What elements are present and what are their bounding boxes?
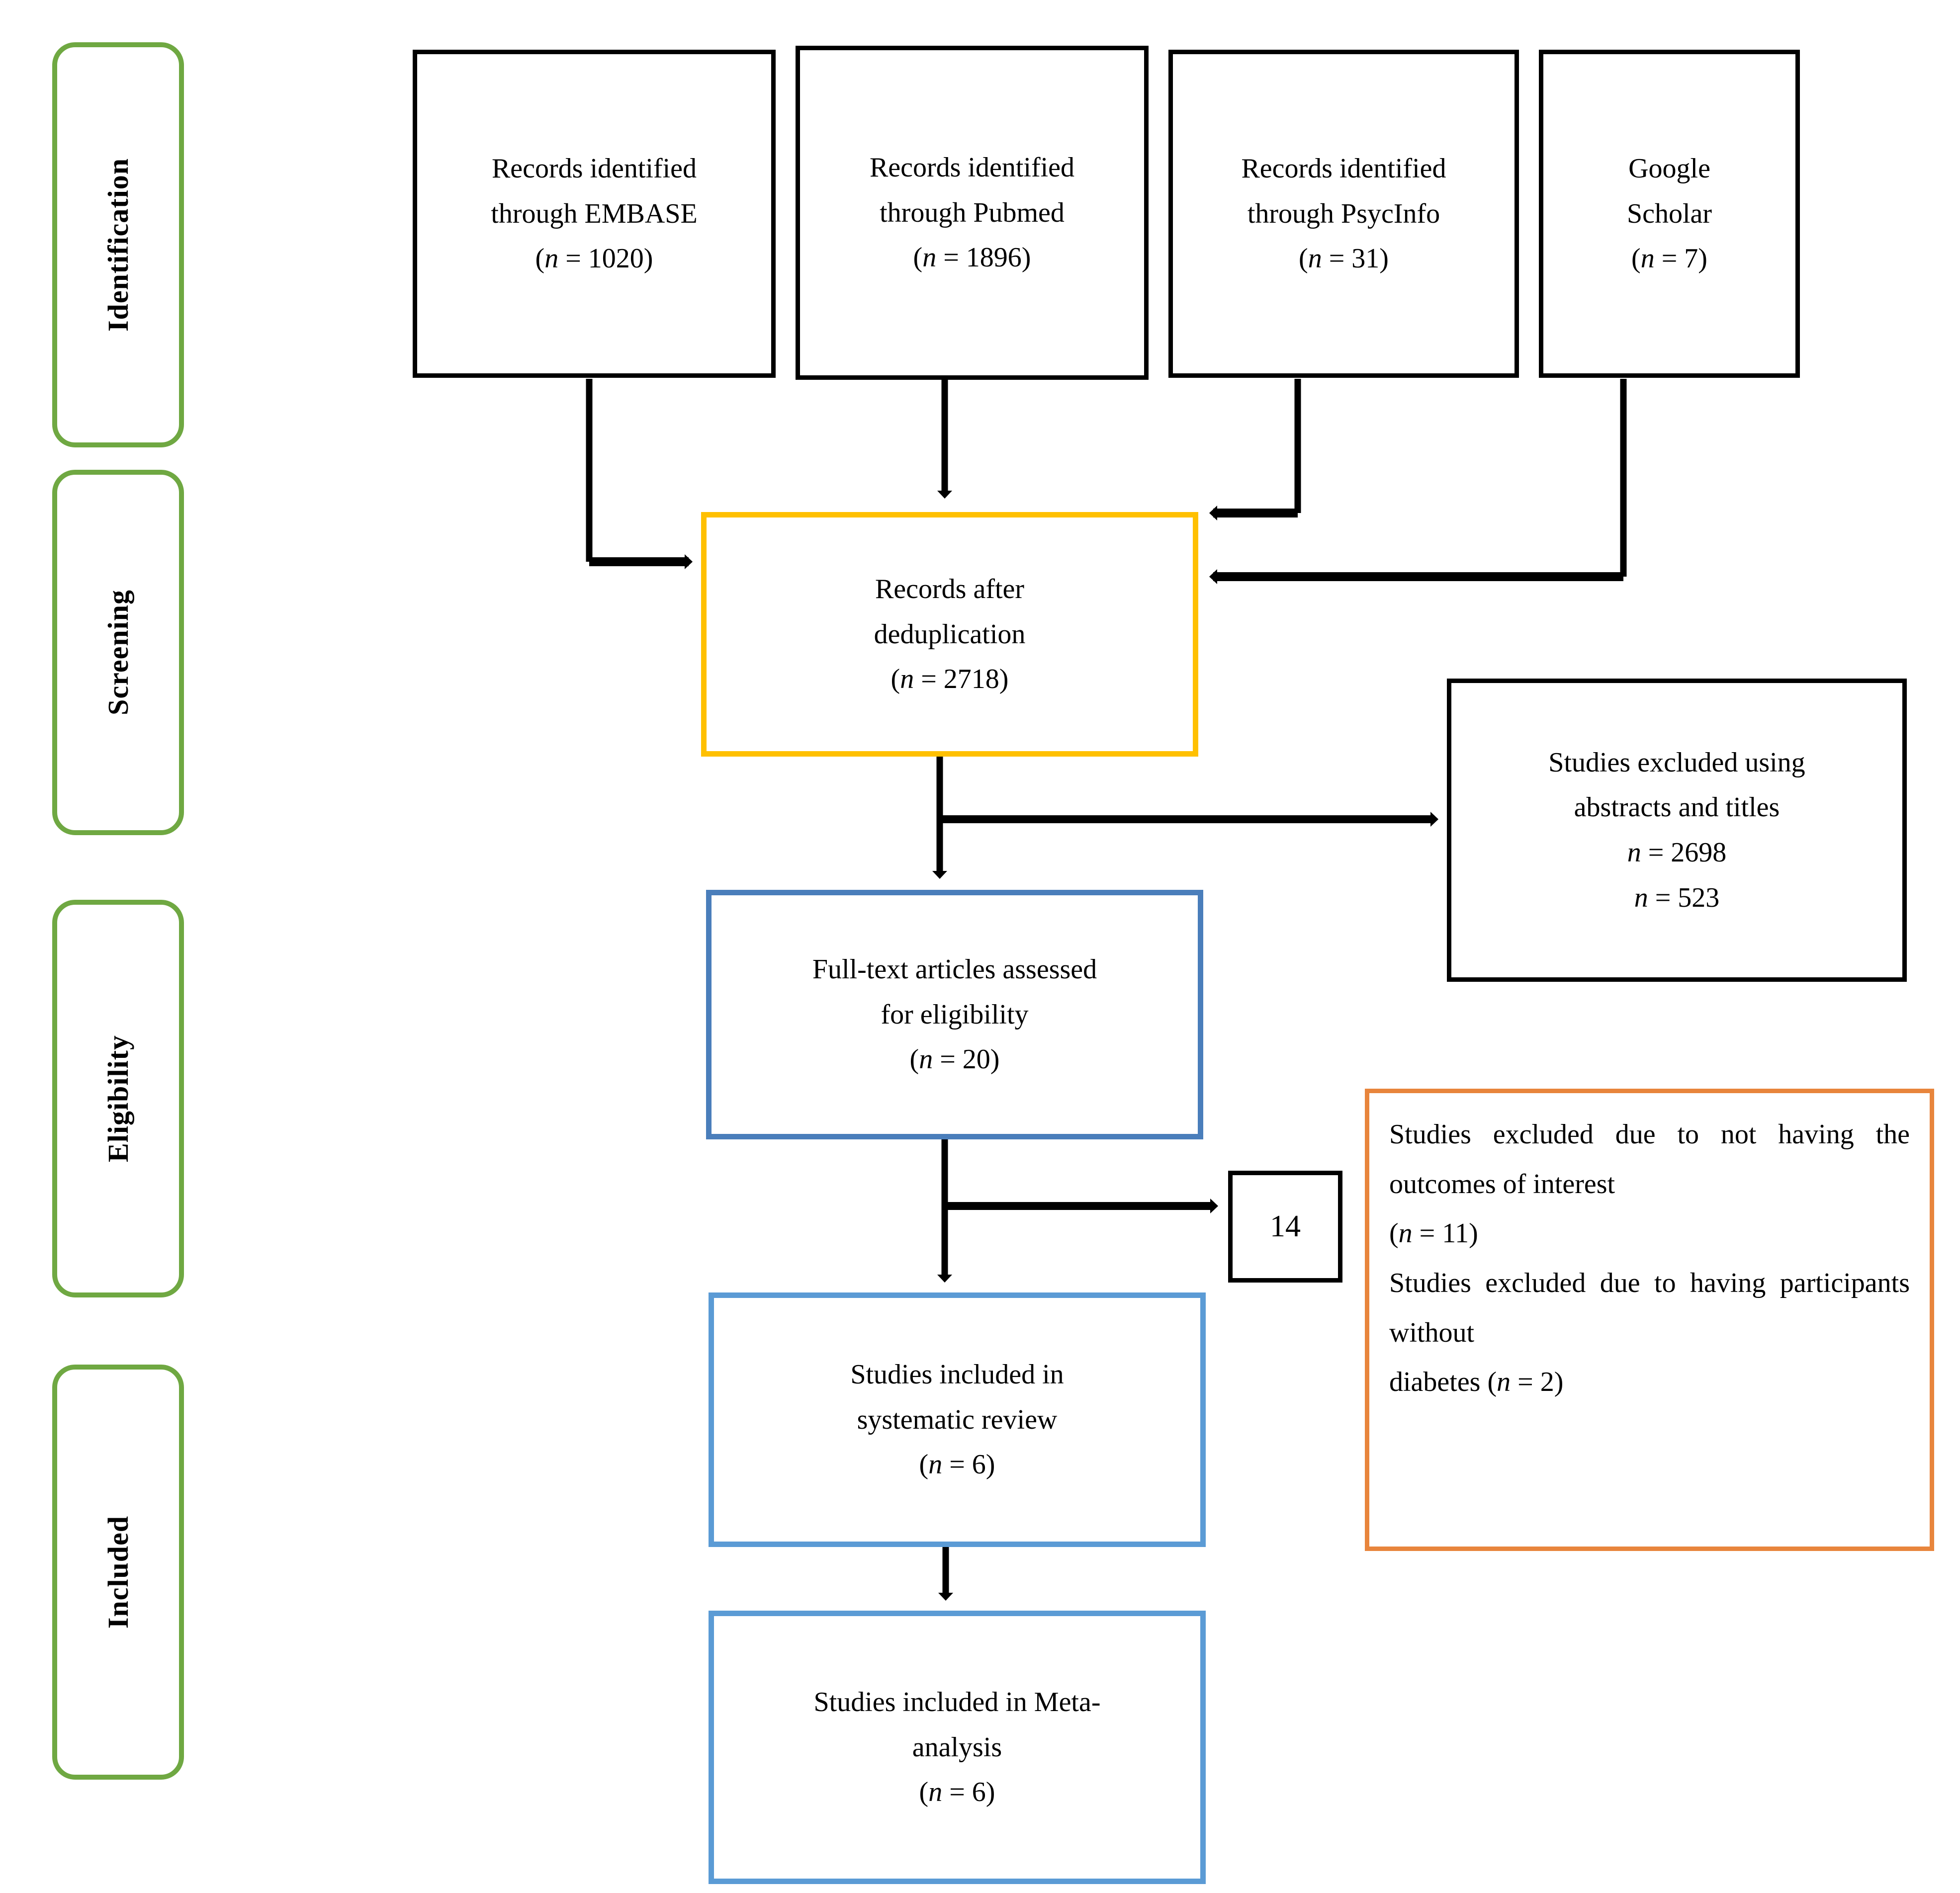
deduplication-line-2: deduplication [874, 618, 1026, 650]
excluded-reason-2: Studies excluded due to having participa… [1389, 1268, 1910, 1348]
fulltext-count: (n = 20) [909, 1044, 1000, 1075]
source-box-psycinfo: Records identified through PsycInfo (n =… [1168, 50, 1519, 378]
stage-label-screening: Screening [52, 470, 184, 835]
deduplication-line-1: Records after [875, 573, 1025, 604]
stage-label-eligibility: Eligibility [52, 900, 184, 1297]
source-box-google-scholar: Google Scholar (n = 7) [1539, 50, 1800, 378]
meta-analysis-line-2: analysis [912, 1731, 1002, 1763]
excluded-titles-count-2: n = 523 [1634, 882, 1720, 913]
source-box-embase: Records identified through EMBASE (n = 1… [413, 50, 776, 378]
meta-analysis-box: Studies included in Meta- analysis (n = … [709, 1611, 1206, 1884]
connector-psycinfo-to-dedup [1209, 379, 1301, 520]
source-line-2: through EMBASE [491, 198, 698, 229]
excluded-reason-1: Studies excluded due to not having the o… [1389, 1119, 1910, 1200]
systematic-review-count: (n = 6) [919, 1449, 995, 1480]
stage-label-identification: Identification [52, 42, 184, 447]
deduplication-count: (n = 2718) [891, 664, 1009, 695]
source-count: (n = 31) [1299, 243, 1389, 274]
meta-analysis-count: (n = 6) [919, 1777, 995, 1808]
source-line-2: through Pubmed [880, 197, 1065, 228]
source-line-2: Scholar [1626, 198, 1712, 229]
systematic-review-box: Studies included in systematic review (n… [709, 1292, 1206, 1547]
excluded-titles-count-1: n = 2698 [1627, 837, 1727, 868]
excluded-reason-1-count: (n = 11) [1389, 1218, 1478, 1249]
excluded-titles-line-1: Studies excluded using [1548, 747, 1805, 778]
excluded-reasons-box: Studies excluded due to not having the o… [1365, 1089, 1934, 1551]
stage-label-text: Included [102, 1515, 134, 1629]
excluded-titles-box: Studies excluded using abstracts and tit… [1447, 679, 1907, 982]
source-line-1: Records identified [491, 153, 697, 184]
systematic-review-line-2: systematic review [857, 1404, 1058, 1435]
stage-label-text: Identification [102, 158, 134, 332]
source-count: (n = 7) [1631, 243, 1707, 274]
meta-analysis-line-1: Studies included in Meta- [813, 1686, 1101, 1718]
connector-embase-to-dedup [586, 379, 693, 569]
source-line-1: Records identified [1241, 153, 1446, 184]
fulltext-assessed-box: Full-text articles assessed for eligibil… [706, 890, 1203, 1139]
source-box-pubmed: Records identified through Pubmed (n = 1… [796, 46, 1149, 380]
stage-label-included: Included [52, 1365, 184, 1780]
source-count: (n = 1896) [913, 242, 1031, 273]
deduplication-box: Records after deduplication (n = 2718) [701, 512, 1198, 757]
stage-label-text: Eligibility [102, 1035, 134, 1162]
source-line-1: Google [1628, 153, 1710, 184]
fulltext-line-1: Full-text articles assessed [812, 953, 1097, 985]
fulltext-line-2: for eligibility [881, 999, 1029, 1030]
excluded-count-value: 14 [1270, 1209, 1301, 1244]
source-count: (n = 1020) [535, 243, 653, 274]
excluded-titles-line-2: abstracts and titles [1574, 792, 1780, 823]
excluded-count-box: 14 [1228, 1171, 1342, 1283]
stage-label-text: Screening [102, 590, 134, 715]
connector-scholar-to-dedup [1209, 379, 1627, 584]
excluded-reason-2-count: diabetes (n = 2) [1389, 1367, 1564, 1398]
source-line-2: through PsycInfo [1247, 198, 1440, 229]
source-line-1: Records identified [869, 152, 1075, 183]
systematic-review-line-1: Studies included in [850, 1359, 1064, 1390]
